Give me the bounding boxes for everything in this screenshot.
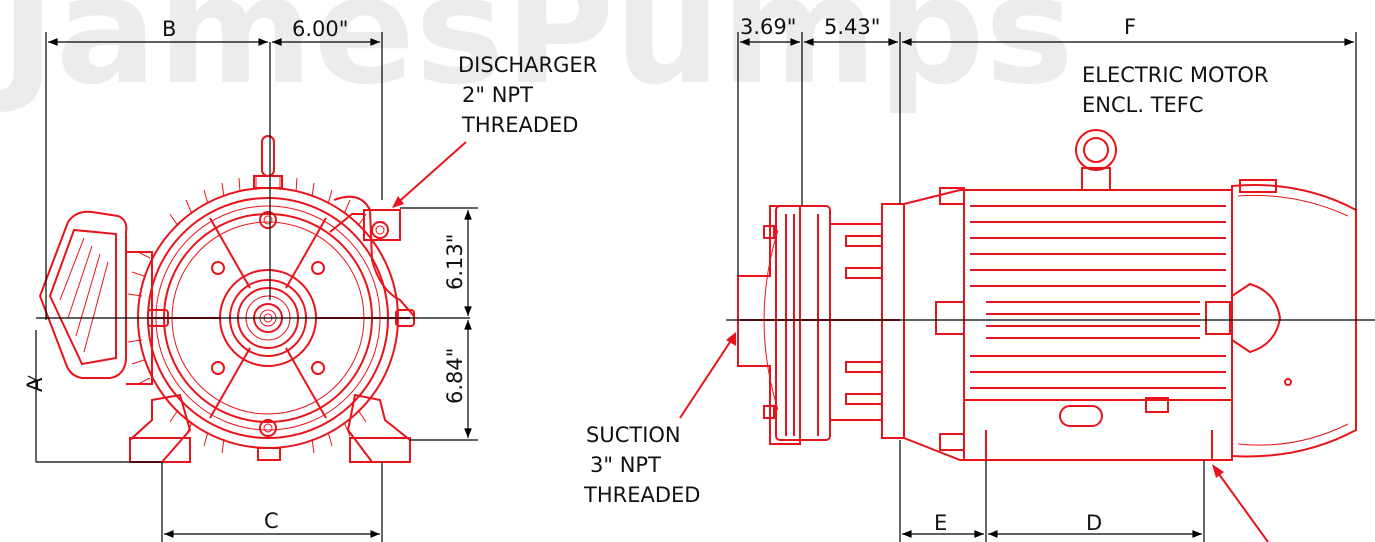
discharge-note: DISCHARGER 2" NPT THREADED bbox=[392, 53, 597, 208]
pump-casing bbox=[737, 205, 831, 445]
pump-adapter bbox=[829, 203, 905, 439]
dim-bottom-side: E D bbox=[899, 440, 1205, 542]
dim-top-front: B 6.00" bbox=[45, 17, 383, 320]
discharge-note-line3: THREADED bbox=[461, 113, 578, 137]
motor-body bbox=[903, 187, 1233, 461]
suction-note: SUCTION 3" NPT THREADED bbox=[583, 332, 736, 507]
dim-a-label: A bbox=[23, 377, 47, 392]
dim-vertical-front: 6.13" 6.84" bbox=[400, 207, 478, 441]
mount-leader bbox=[1212, 464, 1269, 542]
discharge-note-line1: DISCHARGER bbox=[458, 53, 597, 77]
suction-note-line3: THREADED bbox=[583, 483, 700, 507]
watermark-text: JamesPumps bbox=[0, 0, 1074, 118]
motor-note-line2: ENCL. TEFC bbox=[1082, 93, 1204, 117]
suction-note-line2: 3" NPT bbox=[590, 453, 661, 477]
front-view: B 6.00" A C 6.13" 6.84" DISCHARGER bbox=[23, 17, 597, 542]
discharge-nozzle bbox=[329, 195, 415, 317]
dim-e-label: E bbox=[934, 511, 947, 535]
motor-note-line1: ELECTRIC MOTOR bbox=[1082, 63, 1268, 87]
dim-top-side: 3.69" 5.43" F bbox=[737, 15, 1357, 276]
fan-cover bbox=[1231, 179, 1357, 458]
dim-mid-label: 5.43" bbox=[824, 15, 880, 39]
cooling-fins bbox=[127, 176, 367, 454]
side-view: 3.69" 5.43" F ELECTRIC MOTOR ENCL. TEFC … bbox=[583, 15, 1375, 542]
dim-d-label: D bbox=[1086, 511, 1102, 535]
dim-front-label: 3.69" bbox=[740, 15, 796, 39]
dim-c-label: C bbox=[264, 509, 279, 533]
dim-upper-height-label: 6.13" bbox=[443, 234, 467, 290]
side-lift-eye bbox=[1075, 129, 1117, 191]
dim-b-label: B bbox=[162, 17, 176, 41]
discharge-note-line2: 2" NPT bbox=[462, 83, 533, 107]
front-centerlines bbox=[36, 42, 470, 319]
dim-f-label: F bbox=[1124, 15, 1136, 39]
front-lift-eye bbox=[253, 135, 283, 189]
dim-c: C bbox=[161, 462, 383, 542]
dim-a: A bbox=[23, 330, 162, 463]
suction-note-line1: SUCTION bbox=[586, 423, 681, 447]
dim-width-top-label: 6.00" bbox=[292, 17, 348, 41]
dim-lower-height-label: 6.84" bbox=[443, 348, 467, 404]
motor-note: ELECTRIC MOTOR ENCL. TEFC bbox=[1082, 63, 1268, 117]
terminal-box bbox=[38, 210, 153, 385]
